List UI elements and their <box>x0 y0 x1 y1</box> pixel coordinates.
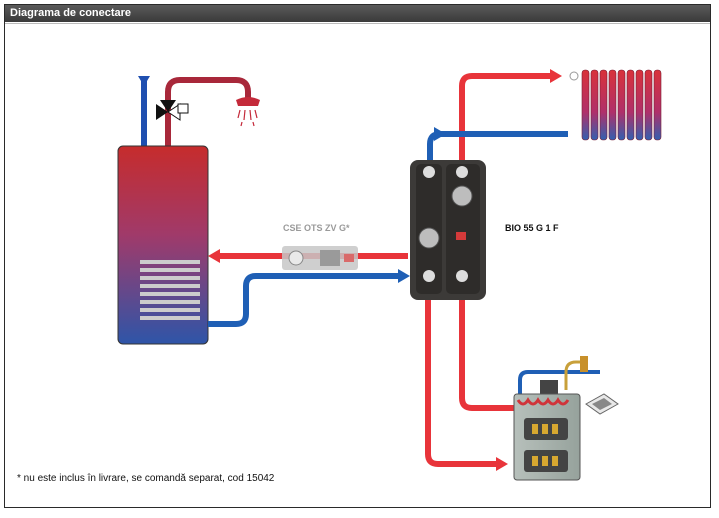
vent-icon <box>585 393 619 415</box>
pump-group <box>410 160 486 300</box>
boiler-pipes <box>425 300 516 471</box>
radiator-pipes <box>427 69 568 160</box>
hot-water-tank <box>117 76 251 345</box>
footnote: * nu este inclus în livrare, se comandă … <box>17 473 275 484</box>
boiler-icon <box>513 356 600 481</box>
heating-coil <box>140 260 200 320</box>
title-divider <box>5 23 710 24</box>
shower-icon <box>236 97 260 127</box>
radiator-icon <box>569 69 662 141</box>
mixing-valve-icon <box>156 100 189 121</box>
pump-group-label: BIO 55 G 1 F <box>505 223 559 233</box>
section-title: Diagrama de conectare <box>5 5 710 22</box>
valve-group <box>282 246 358 270</box>
valve-group-label: CSE OTS ZV G* <box>283 223 350 233</box>
